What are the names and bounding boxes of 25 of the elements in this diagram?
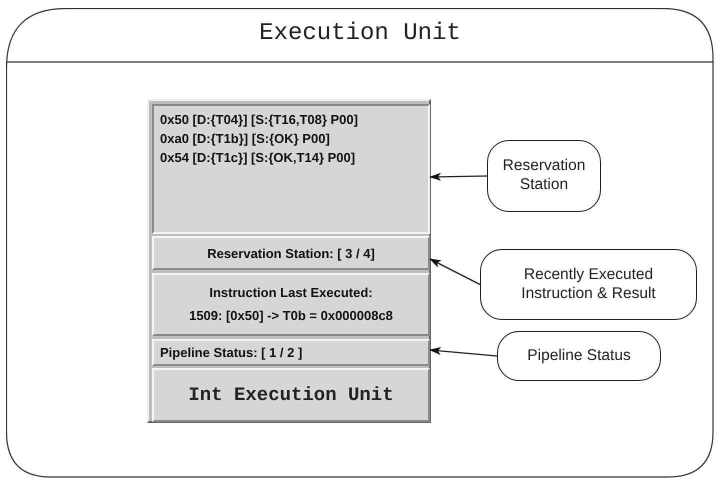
queue-entry: 0xa0 [D:{T1b}] [S:{OK} P00] — [160, 130, 330, 148]
callout-text: Recently Executed Instruction & Result — [520, 266, 657, 304]
callout-text: Reservation Station — [502, 157, 586, 195]
queue-entry: 0x50 [D:{T04}] [S:{T16,T08} P00] — [160, 111, 358, 129]
callout-bubble — [480, 249, 697, 320]
panel-heading: Execution Unit — [258, 20, 462, 47]
execution-unit-window — [147, 99, 431, 423]
callout-bubble — [487, 140, 601, 212]
status-panel — [152, 236, 430, 270]
status-text: Pipeline Status: [ 1 / 2 ] — [160, 345, 302, 360]
queue-entry: 0x54 [D:{T1c}] [S:{OK,T14} P00] — [160, 148, 356, 167]
window-title: Int Execution Unit — [188, 384, 394, 406]
arrow — [429, 258, 480, 286]
execution-unit-panel — [6, 8, 714, 478]
arrow — [429, 172, 488, 181]
callout-text: Pipeline Status — [526, 346, 632, 366]
status-text: Reservation Station: [ 3 / 4] — [207, 246, 375, 260]
window-title-bar — [152, 368, 430, 422]
result-panel — [152, 273, 430, 336]
status-text: Instruction Last Executed: — [209, 284, 373, 302]
status-text: 1509: [0x50] -> T0b = 0x000008c8 — [189, 306, 393, 325]
callout-bubble — [497, 331, 661, 381]
arrow — [429, 347, 498, 357]
reservation-list-panel — [152, 104, 430, 234]
status-panel — [152, 339, 430, 366]
